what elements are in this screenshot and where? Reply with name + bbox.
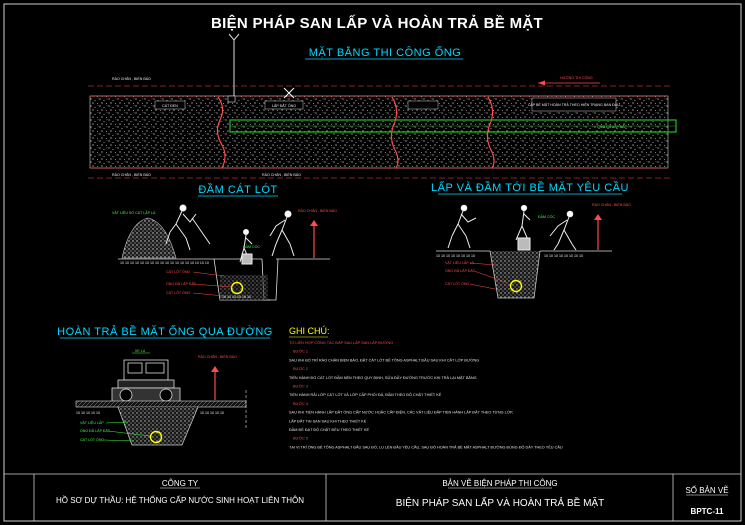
note-line: TỔ LIÊN HỢP CÔNG TÁC ĐẮP SAU LẤP SAN LẤP… xyxy=(289,340,393,345)
svg-text:10 10 10 10 10 10 10 10 10 10: 10 10 10 10 10 10 10 10 10 10 10 10 10 1… xyxy=(120,261,209,265)
detail-fill-layer2: ỐNG ĐÃ LẮP ĐẶT xyxy=(445,268,476,273)
plan-box-lap-be-mat: LẤP BỀ MẶT HOÀN TRẢ THEO HIỆN TRẠNG BAN … xyxy=(528,102,620,107)
pipe-section-icon xyxy=(230,281,244,295)
worker-icon xyxy=(165,204,211,251)
detail-fill-layer3: CÁT LÓT ỐNG xyxy=(445,281,469,286)
svg-text:10 10 10 10 10 10: 10 10 10 10 10 10 xyxy=(222,295,251,299)
project-name: HỒ SƠ DỰ THẦU: HỆ THỐNG CẤP NƯỚC SINH HO… xyxy=(56,495,304,505)
notes-title: GHI CHÚ: xyxy=(289,326,330,336)
detail-sand-title: ĐẦM CÁT LÓT xyxy=(198,183,277,196)
detail-road-layer3: CÁT LÓT ỐNG xyxy=(80,437,104,442)
plan-label-barrier-bottom-mid: RÀO CHẮN , BIỂN BÁO xyxy=(262,172,301,177)
note-line: TẠI VỊ TRÍ ỐNG BÊ TÔNG ASPHALT ĐẦU SAU Đ… xyxy=(289,444,563,449)
detail-road: XE LU 10 10 10 10 10 10 10 10 10 10 RÀO … xyxy=(75,349,247,446)
svg-text:10 10 10 10 10: 10 10 10 10 10 xyxy=(200,411,224,415)
sand-pile xyxy=(121,217,177,259)
note-line: ĐẦM ĐỂ ĐẠT ĐỘ CHẶT ĐỀU THEO THIẾT KẾ xyxy=(289,427,369,432)
note-line: TIẾN HÀNH ĐỔ CÁT LÓT ĐẦM NÉN THEO QUY ĐỊ… xyxy=(289,375,477,380)
road-roller-icon xyxy=(111,359,181,403)
plan-box-lap-dat-ong: LẮP ĐẶT ỐNG xyxy=(272,103,296,108)
detail-fill: 10 10 10 10 10 10 10 10 10 10 10 10 10 1… xyxy=(436,202,631,299)
note-line: LẤP ĐẤT TẠI SAN SAU KHI THEO THIẾT KẾ xyxy=(289,418,367,423)
sheet-number-header: SỐ BẢN VẼ xyxy=(685,485,728,495)
title-block xyxy=(4,473,741,521)
plan-label-barrier-bottom-left: RÀO CHẮN , BIỂN BÁO xyxy=(112,172,151,177)
svg-text:10 10 10 10 10 10 10 10: 10 10 10 10 10 10 10 10 xyxy=(544,254,583,258)
drawing-border xyxy=(3,3,742,522)
worker-icon xyxy=(447,204,477,249)
sand-pile-label: VẬT LIỆU SỐ CÁT LẤP LÀ xyxy=(112,210,156,215)
note-line: TIẾN HÀNH RẢI LỚP CÁT LÓT VÀ LỚP CẤP PHỐ… xyxy=(289,392,442,397)
detail-fill-barrier-label: RÀO CHẮN , BIỂN BÁO xyxy=(592,202,631,207)
detail-sand-layer1: CÁT LÓT ỐNG xyxy=(166,269,190,274)
notes-list: TỔ LIÊN HỢP CÔNG TÁC ĐẮP SAU LẤP SAN LẤP… xyxy=(289,340,563,449)
plan-view: RÀO CHẮN , BIỂN BÁO CÁT ĐEN LẮP ĐẶT ỐNG … xyxy=(88,75,677,179)
drawing-title: BIỆN PHÁP SAN LẤP VÀ HOÀN TRẢ BỀ MẶT xyxy=(211,14,543,32)
note-line: BƯỚC 4 xyxy=(293,401,308,406)
worker-icon xyxy=(549,210,577,251)
company-header: CÔNG TY xyxy=(162,479,199,488)
detail-road-layer1: VẬT LIỆU LẤP xyxy=(80,420,104,425)
north-arrow-icon xyxy=(228,33,240,100)
barrier-icon xyxy=(211,366,219,400)
detail-sand-layer3: CÁT LÓT ỐNG xyxy=(166,290,190,295)
note-line: BƯỚC 2 xyxy=(293,366,308,371)
detail-sand: VẬT LIỆU SỐ CÁT LẤP LÀ 10 10 10 10 10 10… xyxy=(112,204,337,301)
detail-sand-layer2: ỐNG ĐÃ LẮP ĐẶT xyxy=(166,281,197,286)
note-line: BƯỚC 1 xyxy=(293,349,308,354)
svg-text:10 10 10 10 10: 10 10 10 10 10 xyxy=(76,411,100,415)
barrier-icon xyxy=(594,214,602,250)
svg-text:10 10 10 10 10 10 10 10: 10 10 10 10 10 10 10 10 xyxy=(436,254,475,258)
note-line: BƯỚC 5 xyxy=(293,436,308,441)
note-line: SAU KHI BỐ TRÍ RÀO CHẮN BIỂN BÁO, ĐẶT CÁ… xyxy=(289,357,479,362)
pipe-section-icon xyxy=(149,430,163,444)
detail-fill-layer1: VẬT LIỆU LẤP LÀ xyxy=(445,260,475,265)
compactor-worker-icon xyxy=(239,229,253,265)
detail-sand-barrier-label: RÀO CHẮN , BIỂN BÁO xyxy=(298,208,337,213)
detail-road-barrier-label: RÀO CHẮN , BIỂN BÁO xyxy=(198,354,237,359)
plan-pipe-label: ỐNG ĐÃ LẮP ĐẶT xyxy=(597,124,628,129)
sheet-number: BPTC-11 xyxy=(691,507,724,516)
drawing-type-header: BẢN VẼ BIỆN PHÁP THI CÔNG xyxy=(442,479,557,488)
vehicle-label: XE LU xyxy=(135,349,146,353)
worker-icon xyxy=(269,210,295,257)
plan-box-cat-den: CÁT ĐEN xyxy=(162,104,178,108)
detail-fill-compactor-label: ĐẦM CÓC xyxy=(538,214,555,219)
note-line: BƯỚC 3 xyxy=(293,384,308,389)
barrier-icon xyxy=(310,220,318,258)
direction-arrow-icon xyxy=(538,80,600,86)
pipe-section-icon xyxy=(509,279,523,293)
detail-road-layer2: ỐNG ĐÃ LẮP ĐẶT xyxy=(80,428,111,433)
detail-sand-compactor-label: ĐẦM CÓC xyxy=(243,244,260,249)
plan-label-barrier-top: RÀO CHẮN , BIỂN BÁO xyxy=(112,76,151,81)
detail-road-title: HOÀN TRẢ BỀ MẶT ỐNG QUA ĐƯỜNG xyxy=(57,324,273,338)
drawing-name: BIỆN PHÁP SAN LẤP VÀ HOÀN TRẢ BỀ MẶT xyxy=(396,496,604,509)
compactor-worker-icon xyxy=(515,204,531,251)
plan-view-title: MẶT BẰNG THI CÔNG ỐNG xyxy=(309,45,462,59)
plan-direction-label: HƯỚNG THI CÔNG xyxy=(560,75,593,80)
note-line: SAU KHI TIẾN HÀNH LẮP ĐẶT ỐNG CẤP NƯỚC H… xyxy=(289,410,513,415)
detail-fill-title: LẤP VÀ ĐẦM TỚI BỀ MẶT YÊU CẦU xyxy=(431,181,629,194)
